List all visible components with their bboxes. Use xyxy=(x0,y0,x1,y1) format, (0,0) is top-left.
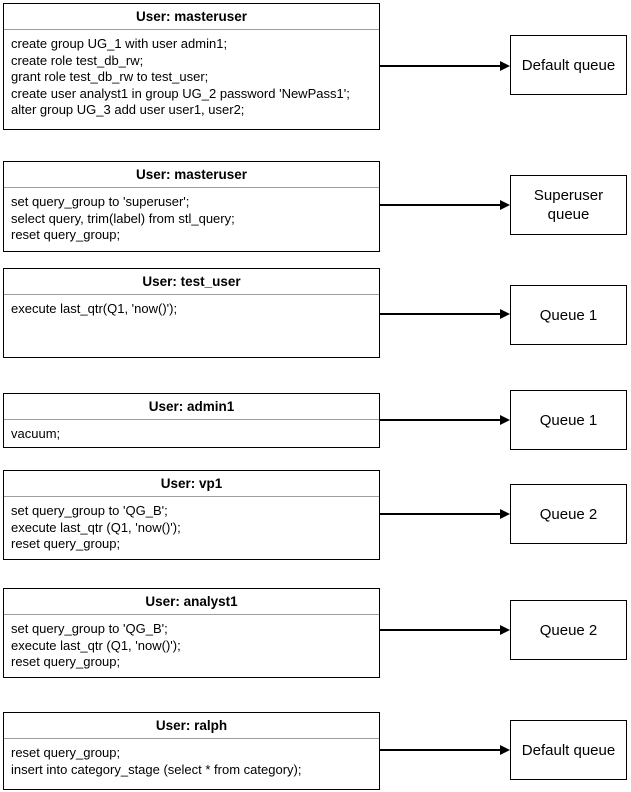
user-box-row4: User: admin1 vacuum; xyxy=(3,393,380,448)
sql-statements: set query_group to 'superuser'; select q… xyxy=(11,194,235,242)
arrow-line xyxy=(380,513,503,515)
user-box-row1: User: masteruser create group UG_1 with … xyxy=(3,3,380,130)
arrow-line xyxy=(380,313,503,315)
arrow-line xyxy=(380,419,503,421)
user-box-row7: User: ralph reset query_group; insert in… xyxy=(3,712,380,790)
user-box-title: User: masteruser xyxy=(4,162,379,188)
user-box-title: User: analyst1 xyxy=(4,589,379,615)
sql-statements: create group UG_1 with user admin1; crea… xyxy=(11,36,350,117)
sql-statements: reset query_group; insert into category_… xyxy=(11,745,302,777)
sql-statements: set query_group to 'QG_B'; execute last_… xyxy=(11,621,181,669)
queue-box-row6: Queue 2 xyxy=(510,600,627,660)
user-box-row2: User: masteruser set query_group to 'sup… xyxy=(3,161,380,252)
arrow-line xyxy=(380,65,503,67)
user-box-row5: User: vp1 set query_group to 'QG_B'; exe… xyxy=(3,470,380,560)
user-box-title: User: admin1 xyxy=(4,394,379,420)
queue-box-row2: Superuser queue xyxy=(510,175,627,235)
queue-box-row7: Default queue xyxy=(510,720,627,780)
sql-statements: set query_group to 'QG_B'; execute last_… xyxy=(11,503,181,551)
arrowhead-icon xyxy=(500,200,510,210)
queue-box-row5: Queue 2 xyxy=(510,484,627,544)
queue-box-row4: Queue 1 xyxy=(510,390,627,450)
arrowhead-icon xyxy=(500,61,510,71)
user-box-title: User: ralph xyxy=(4,713,379,739)
arrowhead-icon xyxy=(500,625,510,635)
user-box-row3: User: test_user execute last_qtr(Q1, 'no… xyxy=(3,268,380,358)
arrowhead-icon xyxy=(500,415,510,425)
sql-statements: vacuum; xyxy=(11,426,61,441)
user-box-row6: User: analyst1 set query_group to 'QG_B'… xyxy=(3,588,380,678)
arrowhead-icon xyxy=(500,309,510,319)
user-box-title: User: vp1 xyxy=(4,471,379,497)
arrow-line xyxy=(380,629,503,631)
queue-box-row1: Default queue xyxy=(510,35,627,95)
arrow-line xyxy=(380,749,503,751)
arrow-line xyxy=(380,204,503,206)
queue-box-row3: Queue 1 xyxy=(510,285,627,345)
user-box-title: User: masteruser xyxy=(4,4,379,30)
user-box-title: User: test_user xyxy=(4,269,379,295)
sql-statements: execute last_qtr(Q1, 'now()'); xyxy=(11,301,178,316)
arrowhead-icon xyxy=(500,745,510,755)
arrowhead-icon xyxy=(500,509,510,519)
